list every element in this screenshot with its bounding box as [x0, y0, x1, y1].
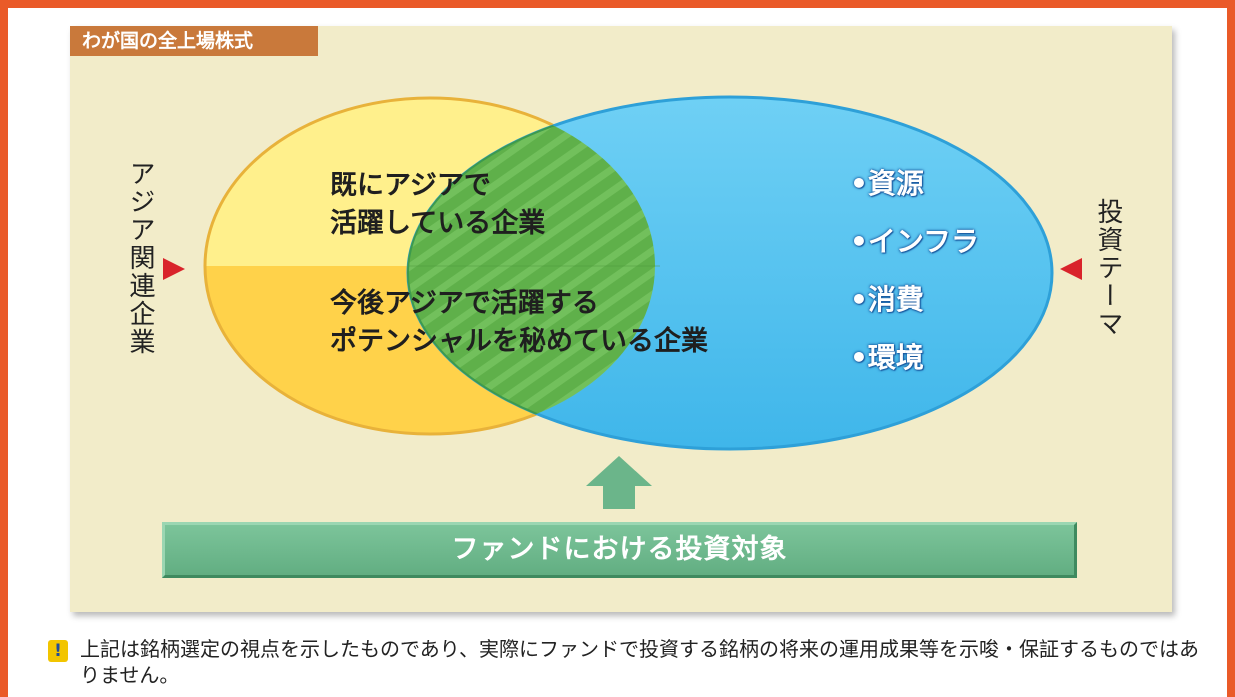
potential-asia-companies-line: 今後アジアで活躍する ポテンシャルを秘めている企業: [330, 288, 708, 357]
existing-asia-companies-line: 既にアジアで 活躍している企業: [330, 170, 546, 239]
arrow-left-icon: [1060, 258, 1082, 280]
theme-item: •資源: [850, 167, 924, 200]
potential-asia-companies-text: 今後アジアで活躍する ポテンシャルを秘めている企業: [330, 285, 708, 361]
theme-list: •資源 •インフラ •消費 •環境: [850, 164, 979, 396]
theme-item: •環境: [850, 341, 924, 374]
existing-asia-companies-text: 既にアジアで 活躍している企業: [330, 167, 545, 243]
category-badge: わが国の全上場株式: [70, 26, 318, 56]
up-arrow-icon: [586, 456, 652, 486]
disclaimer-text: 上記は銘柄選定の視点を示したものであり、実際にファンドで投資する銘柄の将来の運用…: [80, 637, 1199, 687]
theme-item: •インフラ: [850, 225, 980, 258]
up-arrow-stem: [603, 485, 635, 509]
overlap-region: [408, 98, 660, 434]
exclamation-icon: !: [48, 640, 68, 662]
theme-item: •消費: [850, 283, 924, 316]
investment-theme-label: 投資テーマ: [1093, 198, 1123, 338]
fund-investment-target-bar: ファンドにおける投資対象: [162, 522, 1077, 578]
arrow-right-icon: [163, 258, 185, 280]
asia-related-companies-label: アジア関連企業: [125, 160, 155, 356]
